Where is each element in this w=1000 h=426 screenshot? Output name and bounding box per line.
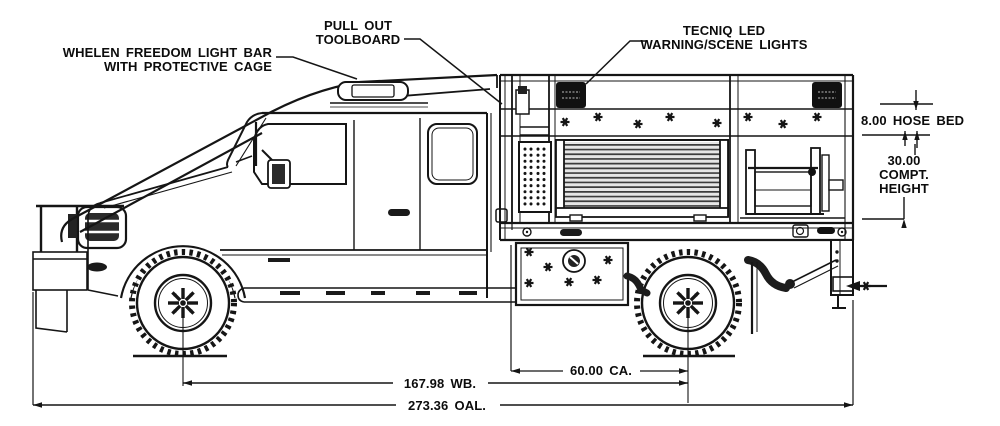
front-bumper-and-brush-guard: [32, 204, 128, 333]
hose-reel: [740, 147, 845, 219]
hood-line: [99, 166, 229, 204]
axle-centerlines: [182, 316, 689, 403]
dimension-lines: [32, 90, 933, 409]
callout-scene-lights: TECNIQ LED WARNING/SCENE LIGHTS: [640, 24, 807, 52]
callout-scene-lights-line2: WARNING/SCENE LIGHTS: [640, 37, 808, 52]
dimension-compt-height-word1: COMPT.: [879, 167, 929, 182]
dimension-overall-length: 273.36 OAL.: [407, 398, 487, 413]
bed-body: [499, 73, 855, 242]
front-door-window: [253, 123, 347, 185]
dimension-cab-to-axle: 60.00 CA.: [570, 363, 632, 378]
running-board: [237, 287, 516, 303]
dimension-compt-height: 30.00 COMPT. HEIGHT: [879, 154, 929, 196]
cab: [87, 111, 508, 299]
fill-cap: [562, 249, 586, 273]
wiper: [235, 155, 253, 163]
callout-toolboard: PULL OUT TOOLBOARD: [316, 19, 400, 47]
callout-toolboard-line1: PULL OUT: [323, 18, 393, 33]
dimension-wheelbase: 167.98 WB.: [403, 376, 477, 391]
frame-band-fixtures: [522, 224, 847, 238]
callout-light-bar: WHELEN FREEDOM LIGHT BAR WITH PROTECTIVE…: [63, 46, 272, 74]
underbed-compartment: [514, 241, 630, 307]
rear-step-hitch: [830, 239, 887, 309]
dimension-compt-height-value: 30.00: [887, 153, 921, 168]
door-handle: [388, 209, 410, 216]
dimension-hose-bed: 8.00 HOSE BED: [861, 113, 965, 128]
pull-out-toolboard: [515, 86, 552, 213]
bed-marker-light-marks: [559, 111, 823, 130]
callout-light-bar-line2: WITH PROTECTIVE CAGE: [103, 59, 272, 74]
led-scene-lights: [556, 82, 842, 108]
roll-up-door: [555, 139, 729, 222]
callout-leader-lines: [276, 38, 646, 105]
front-fender-arch: [119, 245, 247, 299]
front-marker-light: [87, 262, 107, 272]
rear-cab-window: [427, 123, 478, 185]
suspension-details: [623, 256, 839, 334]
reel-nozzle: [828, 179, 844, 191]
dimension-compt-height-word2: HEIGHT: [879, 181, 929, 196]
roof-light-bar: [330, 81, 428, 108]
callout-scene-lights-line1: TECNIQ LED: [682, 23, 766, 38]
callout-light-bar-line1: WHELEN FREEDOM LIGHT BAR: [62, 45, 272, 60]
callout-toolboard-line2: TOOLBOARD: [315, 32, 401, 47]
